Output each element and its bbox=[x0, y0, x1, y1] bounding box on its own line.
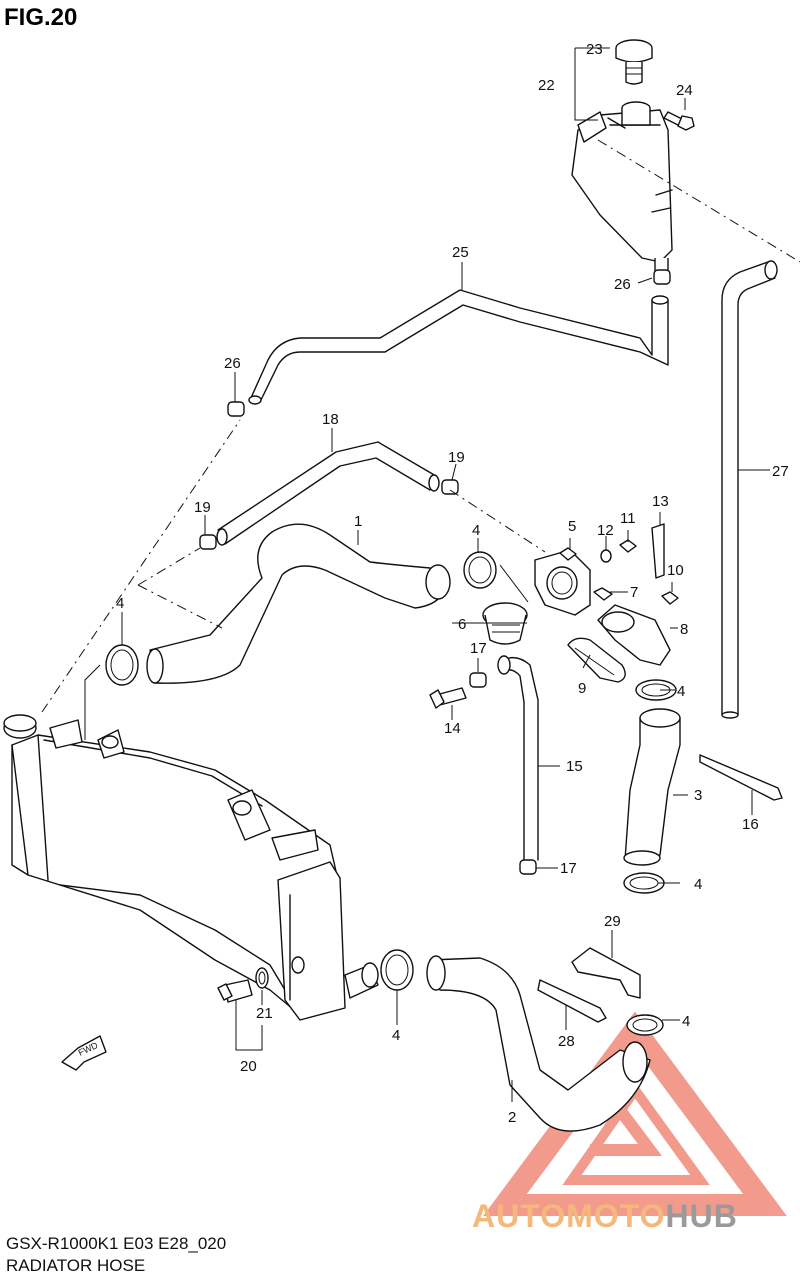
callout-26: 26 bbox=[614, 276, 631, 293]
callout-22: 22 bbox=[538, 77, 555, 94]
callout-7: 7 bbox=[630, 584, 638, 601]
callout-29: 29 bbox=[604, 913, 621, 930]
callout-23: 23 bbox=[586, 41, 603, 58]
callout-4: 4 bbox=[392, 1027, 400, 1044]
callout-24: 24 bbox=[676, 82, 693, 99]
callout-4: 4 bbox=[694, 876, 702, 893]
small-clamps bbox=[199, 269, 671, 875]
section-title: RADIATOR HOSE bbox=[6, 1256, 146, 1275]
callout-11: 11 bbox=[620, 510, 636, 527]
callout-1: 1 bbox=[354, 513, 362, 530]
leader-lines bbox=[121, 47, 770, 1102]
callout-25: 25 bbox=[452, 244, 469, 261]
hose-18 bbox=[217, 441, 437, 545]
reservoir-tank bbox=[571, 39, 695, 273]
callout-12: 12 bbox=[597, 522, 614, 539]
callout-20: 20 bbox=[240, 1058, 257, 1075]
callout-4: 4 bbox=[472, 522, 480, 539]
callout-10: 10 bbox=[667, 562, 684, 579]
hose-15 bbox=[499, 657, 539, 861]
hose-3 bbox=[624, 717, 681, 861]
callout-9: 9 bbox=[578, 680, 586, 697]
thermostat-assembly bbox=[217, 523, 783, 1023]
callout-3: 3 bbox=[694, 787, 702, 804]
callout-14: 14 bbox=[444, 720, 461, 737]
callout-28: 28 bbox=[558, 1033, 575, 1050]
hose-27 bbox=[721, 261, 776, 716]
callout-18: 18 bbox=[322, 411, 339, 428]
callout-17: 17 bbox=[560, 860, 577, 877]
model-code: GSX-R1000K1 E03 E28_020 bbox=[6, 1234, 227, 1253]
callout-8: 8 bbox=[680, 621, 688, 638]
callout-27: 27 bbox=[772, 463, 789, 480]
callout-19: 19 bbox=[448, 449, 465, 466]
figure-title: FIG.20 bbox=[4, 4, 78, 31]
callout-5: 5 bbox=[568, 518, 576, 535]
callout-17: 17 bbox=[470, 640, 487, 657]
radiator bbox=[3, 714, 379, 1021]
fwd-arrow: FWD bbox=[61, 1035, 107, 1071]
callout-21: 21 bbox=[256, 1005, 273, 1022]
watermark-text-part2: HUB bbox=[665, 1198, 738, 1234]
callout-13: 13 bbox=[652, 493, 669, 510]
watermark-text: AUTOMOTOHUB bbox=[472, 1198, 738, 1235]
callout-26: 26 bbox=[224, 355, 241, 372]
hose-25 bbox=[249, 289, 669, 403]
callout-2: 2 bbox=[508, 1109, 516, 1126]
assembly-lines bbox=[41, 139, 800, 740]
callout-labels: 1 2 3 4 4 4 4 4 4 5 6 7 8 9 10 11 12 13 … bbox=[116, 41, 789, 1126]
clamps-4 bbox=[105, 551, 677, 1036]
hose-1 bbox=[149, 523, 446, 684]
hose-2 bbox=[429, 957, 651, 1132]
watermark-text-part1: AUTOMOTO bbox=[472, 1198, 666, 1234]
callout-6: 6 bbox=[458, 616, 466, 633]
callout-16: 16 bbox=[742, 816, 759, 833]
callout-4: 4 bbox=[116, 595, 124, 612]
callout-4: 4 bbox=[682, 1013, 690, 1030]
callout-4: 4 bbox=[677, 683, 685, 700]
callout-15: 15 bbox=[566, 758, 583, 775]
callout-19: 19 bbox=[194, 499, 211, 516]
